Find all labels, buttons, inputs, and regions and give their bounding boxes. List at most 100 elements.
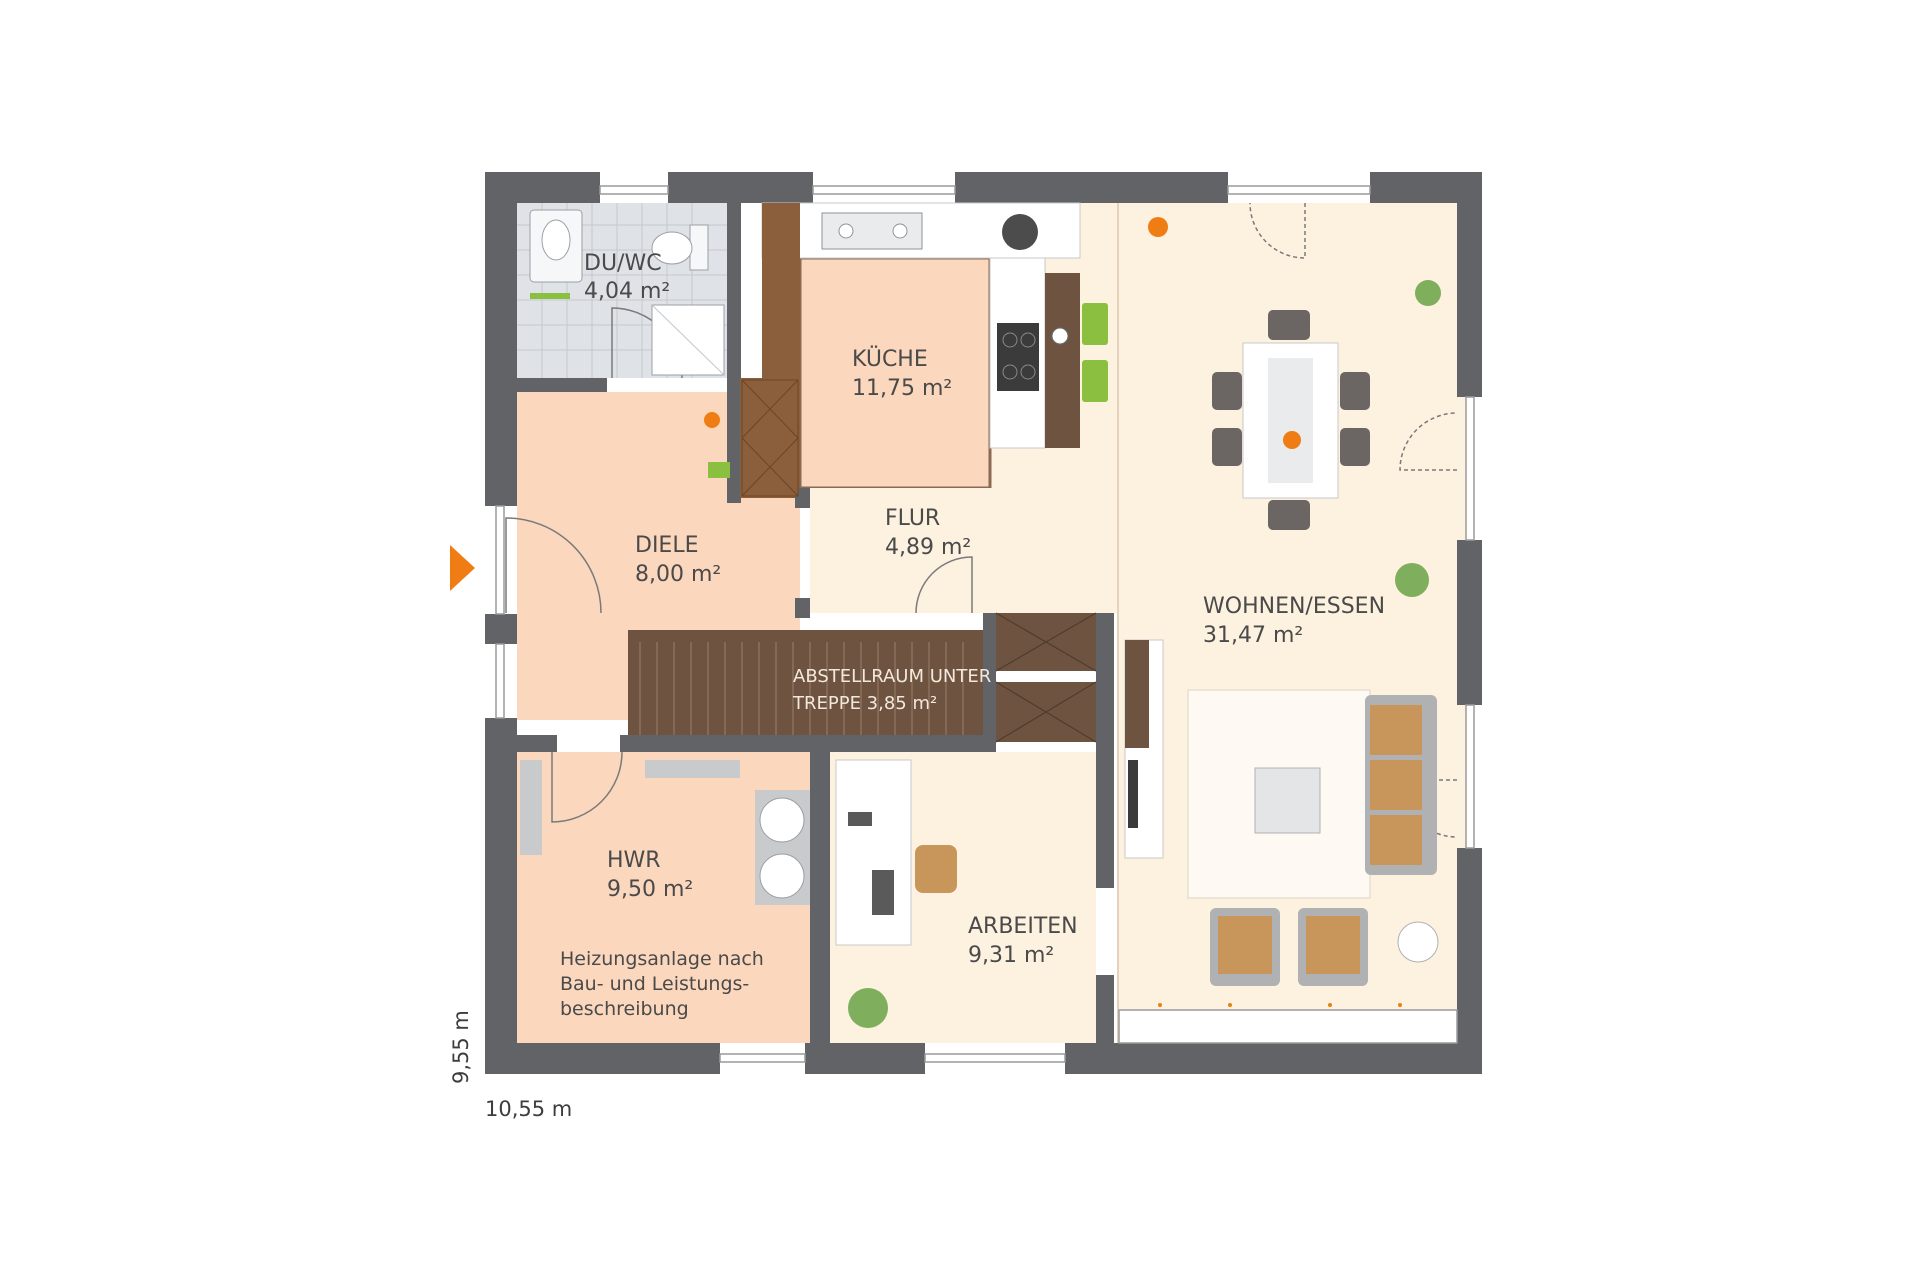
room-name-duwc: DU/WC [584,251,662,276]
wall-flur-left [795,488,810,508]
chair-3 [1340,372,1370,410]
window-wohnen-seat [1118,1009,1458,1044]
burner-4 [1020,364,1036,380]
office-chair [915,845,957,893]
furniture [520,202,1441,1028]
chair-2 [1212,428,1242,466]
wall-right-1 [1457,172,1482,397]
stool-2 [1082,360,1108,402]
utility-shelf-top [645,760,740,778]
shelf-cross [741,379,799,497]
staircase [628,612,1097,748]
wall-bottom-3 [1065,1043,1482,1074]
storage-cross-lower [995,681,1097,743]
room-area-flur: 4,89 m² [885,535,971,560]
side-table [1397,921,1439,963]
sink-drain [838,223,854,239]
wall-flur-stub [795,598,810,618]
coffee-machine [1002,214,1038,250]
hwr-note-line1: Heizungsanlage nach [560,948,764,970]
floor-kueche [798,256,992,490]
wall-duwc-bottom [517,378,607,392]
plant-wohnen-1 [1415,280,1441,306]
plant-arbeiten [848,988,888,1028]
room-name-flur: FLUR [885,506,940,531]
coffee-table [1254,767,1321,834]
window-top-duwc [599,185,669,195]
table-flowers [1283,431,1301,449]
room-area-wohnen: 31,47 m² [1203,623,1303,648]
burner-3 [1002,364,1018,380]
door-wohnen-top [1249,202,1306,259]
armchair-2-seat [1306,916,1360,974]
sofa-seat-2 [1370,760,1422,810]
chair-6 [1268,500,1310,530]
laptop [872,870,894,915]
washer [759,797,805,843]
wall-arbeiten-wohnen [1096,613,1114,888]
storage-cross-upper [995,612,1097,672]
door-wohnen-right [1399,412,1458,471]
counter-left [762,203,800,378]
door-entry [505,517,602,614]
wall-bottom-1 [485,1043,720,1074]
room-area-duwc: 4,04 m² [584,279,670,304]
wall-stair-bottom [620,735,995,752]
toilet-bowl [651,231,693,265]
sink-drain-2 [892,223,908,239]
window-left-diele [495,643,505,719]
wall-left-1 [485,172,517,506]
burner-1 [1002,332,1018,348]
wall-duwc-kueche [727,203,741,503]
window-bottom-arbeiten [924,1053,1066,1063]
walls [485,172,1482,1074]
table-runner [1268,358,1313,483]
decor-plant-diele [708,462,730,478]
wall-right-3 [1457,848,1482,1074]
burner-2 [1020,332,1036,348]
room-area-kueche: 11,75 m² [852,376,952,401]
wall-left-2 [485,614,517,644]
room-name-wohnen: WOHNEN/ESSEN [1203,594,1385,619]
stair-label-line1: ABSTELLRAUM UNTER [793,666,991,687]
dimension-height: 9,55 m [449,1010,473,1084]
room-area-hwr: 9,50 m² [607,877,693,902]
room-area-arbeiten: 9,31 m² [968,943,1054,968]
kitchen-island [1045,273,1080,448]
stool-1 [1082,303,1108,345]
room-name-diele: DIELE [635,533,699,558]
windows [495,185,1475,1063]
toilet-tank [689,224,709,271]
tap [1051,327,1069,345]
monitor [848,812,872,826]
floor-flur [810,488,1119,613]
decor-flowers-top [1148,217,1168,237]
desk [835,759,912,946]
window-right-lower [1465,704,1475,849]
chair-4 [1340,428,1370,466]
stair-label-line2: TREPPE 3,85 m² [792,693,937,714]
plant-wohnen-2 [1395,563,1429,597]
window-right-upper [1465,396,1475,541]
decor-vase [704,412,720,428]
tv [1128,760,1138,828]
stair-run [628,630,983,748]
shower-diag [651,304,725,376]
utility-shelf [520,760,542,855]
armchair-1-seat [1218,916,1272,974]
room-name-kueche: KÜCHE [852,346,928,372]
tv-console-dark [1125,640,1149,748]
room-area-diele: 8,00 m² [635,562,721,587]
wall-hwr-top [517,735,557,752]
dimension-width: 10,55 m [485,1097,572,1121]
wall-top-3 [955,172,1228,203]
shelf-cabinet [741,379,799,497]
dryer [759,853,805,899]
sofa-seat-1 [1370,705,1422,755]
room-name-hwr: HWR [607,848,661,873]
window-top-wohnen [1227,185,1371,195]
basin-bowl [541,219,571,261]
wall-top-2 [668,172,813,203]
wall-bottom-2 [805,1043,925,1074]
